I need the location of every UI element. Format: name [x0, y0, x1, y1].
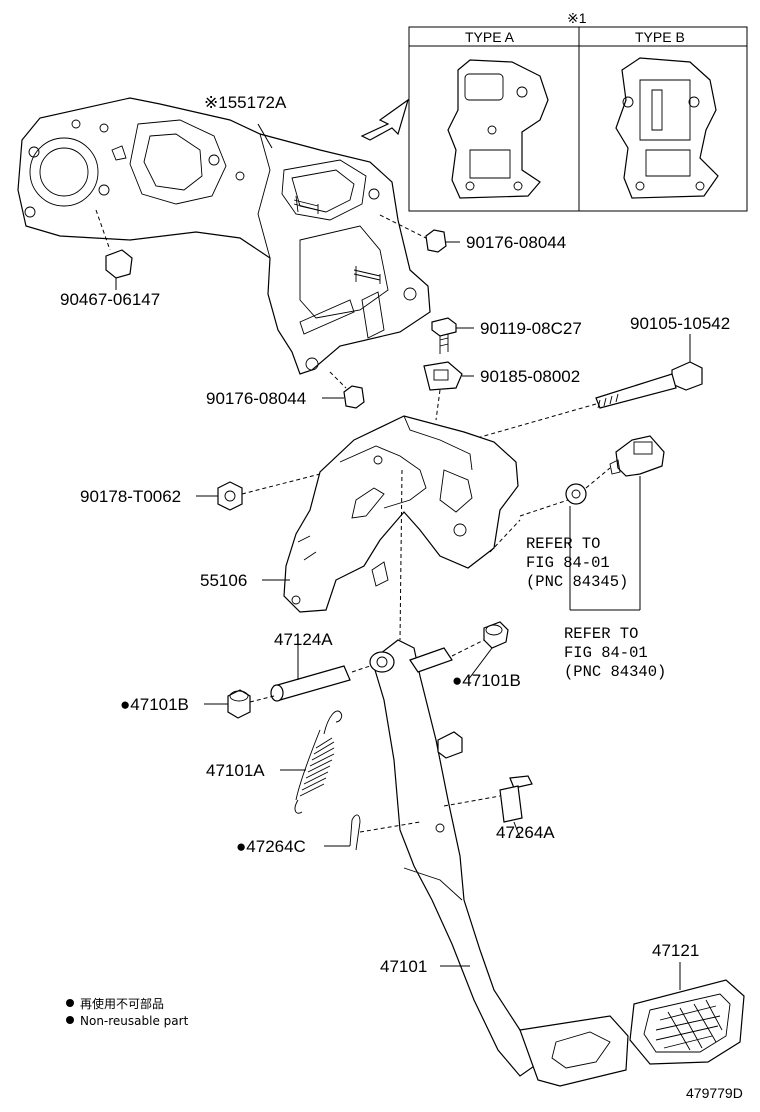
pin-clip-part	[324, 814, 421, 851]
clip-90185-part	[423, 361, 474, 421]
nut-90467-part	[95, 209, 133, 290]
label-pin: 47264A	[496, 823, 555, 842]
label-nut-lower: 90176-08044	[206, 389, 306, 408]
legend-jp: 再使用不可部品	[80, 996, 164, 1011]
label-bracket: ※155172A	[204, 93, 287, 112]
legend-bullet-icon	[66, 1016, 74, 1024]
label-support: 55106	[200, 571, 247, 590]
inset-type-b-label: TYPE B	[635, 29, 685, 45]
inset-box: ※1 TYPE A TYPE B	[408, 10, 748, 212]
reference-leaders	[569, 476, 641, 611]
label-bolt-small: 90119-08C27	[480, 319, 582, 338]
label-bushing-right: ●47101B	[452, 671, 521, 690]
svg-text:REFER TO: REFER TO	[564, 625, 638, 643]
bolt-90119-part	[431, 317, 474, 354]
bushing-right-part	[409, 621, 509, 681]
label-pad: 47121	[652, 941, 699, 960]
bolt-90105-part	[469, 334, 703, 441]
nut-90176-upper-part	[379, 214, 460, 253]
type-b-bracket-sketch	[615, 57, 719, 199]
legend-bullet-icon	[66, 999, 74, 1007]
legend-en: Non-reusable part	[80, 1014, 189, 1028]
svg-text:REFER TO: REFER TO	[526, 535, 600, 553]
svg-text:FIG 84-01: FIG 84-01	[526, 554, 610, 572]
label-nut-support: 90178-T0062	[80, 487, 181, 506]
nut-90176-lower-part	[322, 371, 365, 409]
label-bushing-left: ●47101B	[120, 695, 189, 714]
bushing-tube-part	[270, 640, 371, 702]
label-pedal: 47101	[380, 957, 427, 976]
bushing-left-part	[204, 689, 275, 719]
view-direction-arrow	[360, 98, 410, 141]
label-spring: 47101A	[206, 761, 265, 780]
legend: 再使用不可部品 Non-reusable part	[66, 996, 189, 1028]
pin-part	[443, 775, 533, 839]
stop-light-switch-part	[489, 435, 665, 553]
svg-text:FIG 84-01: FIG 84-01	[564, 644, 648, 662]
label-bolt-long: 90105-10542	[630, 314, 730, 333]
label-bushing-tube: 47124A	[274, 630, 333, 649]
label-nut-upper-right: 90176-08044	[466, 233, 566, 252]
label-pin-clip: ●47264C	[236, 837, 306, 856]
reference-note-stop-switch: REFER TO FIG 84-01 (PNC 84340)	[564, 625, 666, 681]
svg-text:(PNC 84345): (PNC 84345)	[526, 573, 628, 591]
label-nut-left: 90467-06147	[60, 290, 160, 309]
type-a-bracket-sketch	[447, 59, 549, 199]
brake-pedal-part	[369, 469, 629, 1087]
inset-type-a-label: TYPE A	[465, 29, 515, 45]
svg-text:(PNC 84340): (PNC 84340)	[564, 663, 666, 681]
upper-bracket-part	[17, 97, 431, 375]
return-spring-part	[280, 710, 343, 814]
inset-marker: ※1	[567, 10, 587, 26]
label-clip: 90185-08002	[480, 367, 580, 386]
nut-90178-part	[196, 473, 321, 511]
figure-id: 479779D	[686, 1085, 743, 1101]
reference-note-switch-cushion: REFER TO FIG 84-01 (PNC 84345)	[526, 535, 628, 591]
pedal-pad-part	[629, 962, 745, 1065]
